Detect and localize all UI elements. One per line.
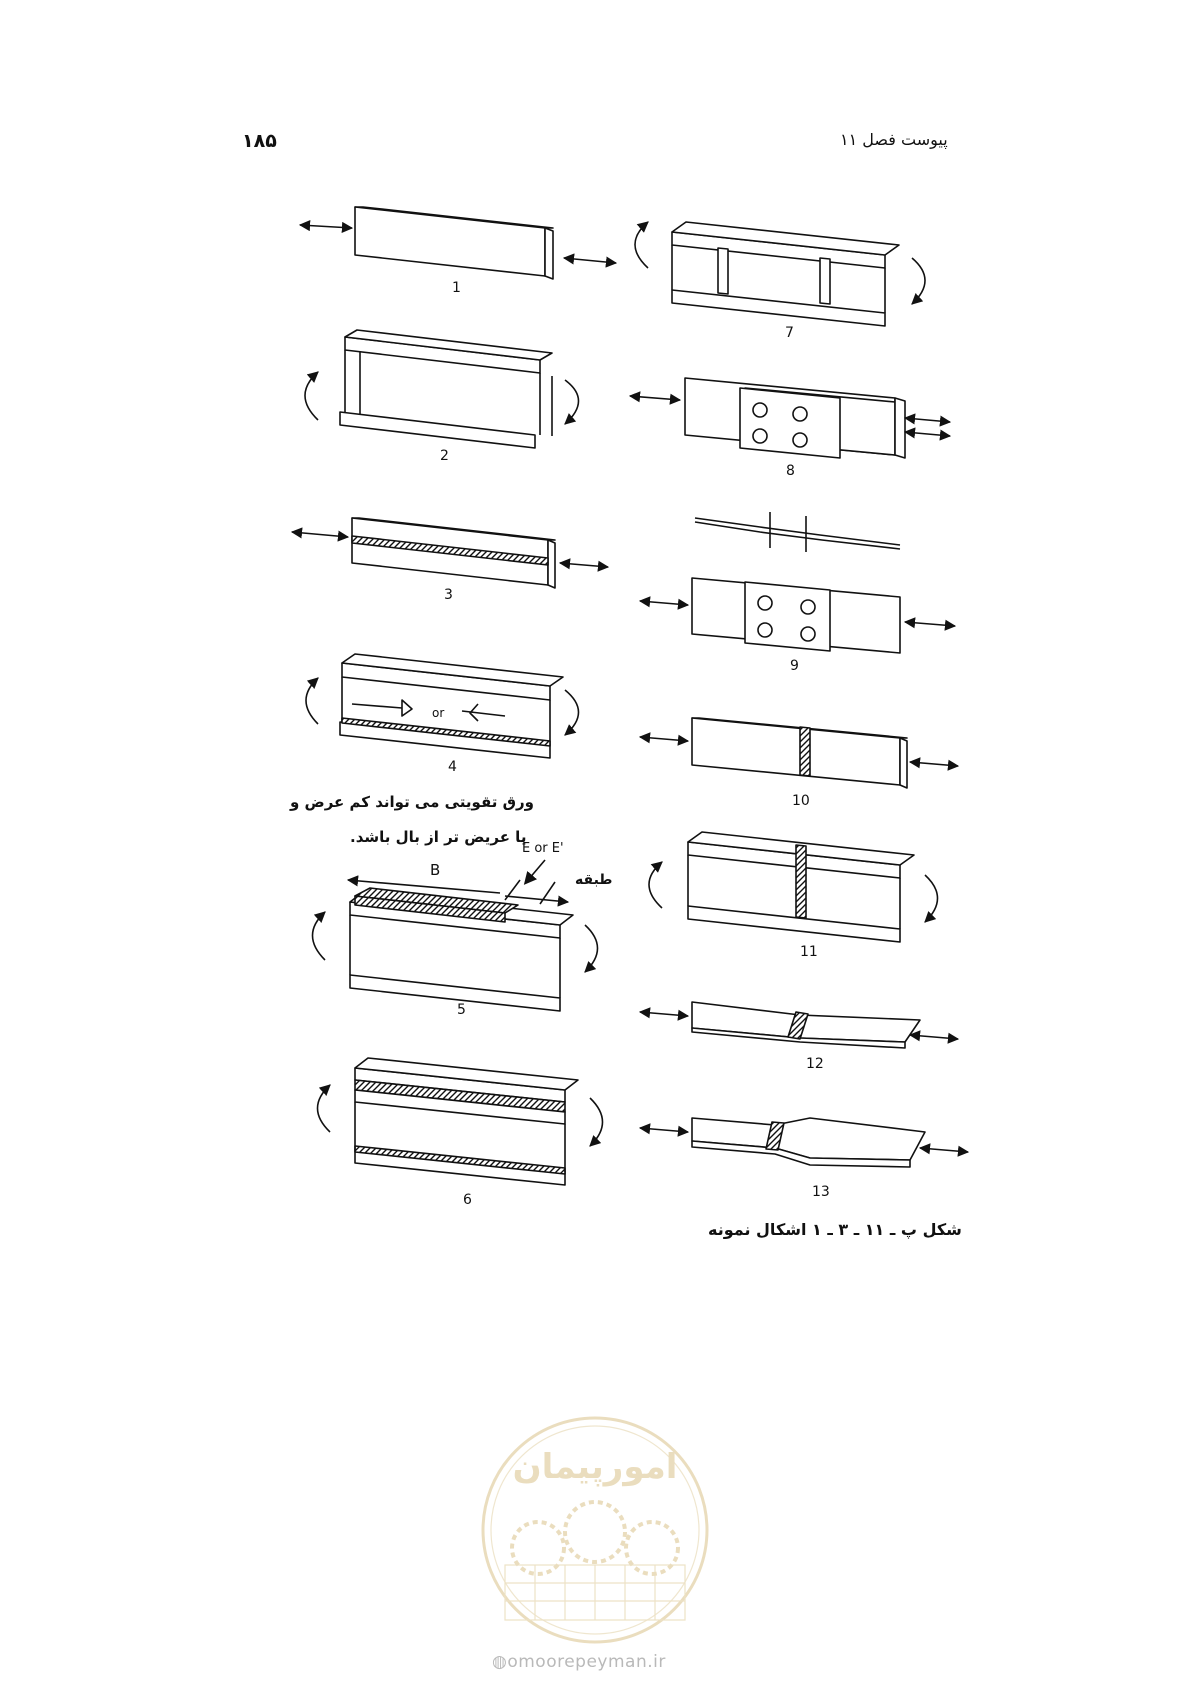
label-8: 8 <box>786 463 795 479</box>
label-12: 12 <box>806 1056 824 1072</box>
dimension-b: B <box>430 861 440 879</box>
fig-3-welded-plate <box>290 517 610 589</box>
fig-9-bolted-splice <box>638 512 957 654</box>
label-11: 11 <box>800 944 818 960</box>
note-line-1: ورق تقویتی می تواند کم عرض و <box>290 793 534 811</box>
fig-4-beam-weld <box>305 653 580 759</box>
watermark-logo: امورپیمان <box>481 1416 709 1644</box>
label-5: 5 <box>457 1002 466 1018</box>
section-title: پیوست فصل ۱۱ <box>840 130 948 149</box>
page-number: ۱۸۵ <box>242 130 277 152</box>
fig-1-plate <box>298 206 618 280</box>
weld-or-label: or <box>432 706 444 720</box>
note-layer: طبقه <box>575 872 613 888</box>
label-2: 2 <box>440 448 449 464</box>
fig-5-cover-plate <box>311 859 599 1012</box>
label-9: 9 <box>790 658 799 674</box>
watermark-url: ◍omoorepeyman.ir <box>492 1652 666 1672</box>
label-4: 4 <box>448 759 457 775</box>
figure-caption: شکل پ ـ ۱۱ ـ ۳ ـ ۱ اشکال نمونه <box>708 1220 962 1239</box>
label-3: 3 <box>444 587 453 603</box>
fig-12-thickness-transition <box>638 1001 960 1049</box>
fig-10-butt-weld <box>638 717 960 789</box>
label-13: 13 <box>812 1184 830 1200</box>
label-10: 10 <box>792 793 810 809</box>
dimension-e: E or E' <box>522 841 564 856</box>
globe-icon: ◍ <box>492 1652 508 1672</box>
fig-7-stiffened-beam <box>634 221 926 327</box>
fig-6-double-cover <box>316 1057 604 1186</box>
label-7: 7 <box>785 325 794 341</box>
fig-13-width-transition <box>638 1117 970 1168</box>
fig-2-beam <box>304 329 580 449</box>
watermark-logo-text: امورپیمان <box>513 1447 678 1487</box>
fig-11-beam-splice <box>648 831 939 943</box>
label-1: 1 <box>452 280 461 296</box>
note-line-2: یا عریض تر از بال باشد. <box>350 828 527 846</box>
label-6: 6 <box>463 1192 472 1208</box>
fig-8-bolted-lap <box>628 377 952 459</box>
